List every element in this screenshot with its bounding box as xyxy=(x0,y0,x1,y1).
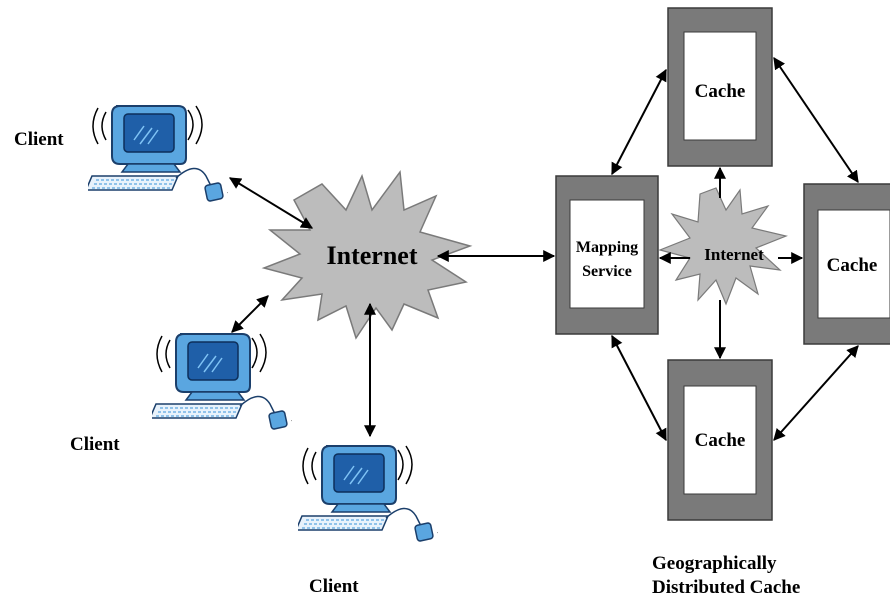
arrow-cache-bottom-cache-right xyxy=(773,345,859,441)
client-computer-icon xyxy=(298,445,438,542)
cache-right-label: Cache xyxy=(827,255,878,276)
client-label-3: Client xyxy=(309,576,359,597)
internet-label: Internet xyxy=(327,241,418,270)
group-caption-line1: Geographically xyxy=(652,553,777,574)
arrow-mapping-cache-top xyxy=(611,68,667,176)
client-computer-icon xyxy=(152,333,292,430)
mapping-service-panel xyxy=(569,199,645,309)
group-caption-line2: Distributed Cache xyxy=(652,577,801,598)
client-computer-icon xyxy=(88,105,228,202)
inner-internet-cloud xyxy=(658,187,788,306)
group-caption: Geographically Distributed Cache xyxy=(652,552,800,600)
cache-bottom-panel xyxy=(683,385,757,495)
arrow-cache-top-cache-right xyxy=(773,57,859,183)
mapping-service-label-line1: Mapping xyxy=(576,239,638,256)
arrow-client1-internet xyxy=(228,177,314,229)
mapping-service-label-line2: Service xyxy=(582,263,632,280)
inner-internet-label: Internet xyxy=(704,245,764,264)
cache-top-panel xyxy=(683,31,757,141)
client-label-1: Client xyxy=(14,129,64,150)
arrow-mapping-cache-bottom xyxy=(611,334,667,442)
arrow-client2-internet xyxy=(231,295,269,333)
client-label-2: Client xyxy=(70,434,120,455)
internet-cloud xyxy=(261,169,473,340)
cache-bottom-label: Cache xyxy=(695,430,746,451)
cache-right-panel xyxy=(817,209,890,319)
connection-arrows xyxy=(228,57,859,442)
cache-top-label: Cache xyxy=(695,81,746,102)
